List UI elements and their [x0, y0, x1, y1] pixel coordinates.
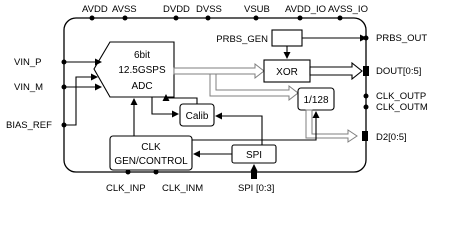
divider-block	[297, 87, 335, 111]
clk-gen-label-2: GEN/CONTROL	[114, 156, 188, 167]
calib-to-adc-wire	[162, 94, 198, 104]
pin-clk-inp: CLK_INP	[106, 183, 146, 194]
spi-label: SPI	[246, 150, 262, 161]
pin-avss-io: AVSS_IO	[328, 4, 368, 15]
pin-clk-inm: CLK_INM	[162, 183, 203, 194]
prbs-gen-block	[271, 29, 303, 47]
divider-to-d2-bus	[305, 109, 358, 143]
pin-vin-p: VIN_P	[14, 57, 41, 68]
pin-dvdd: DVDD	[163, 4, 190, 15]
pin-vin-m: VIN_M	[14, 82, 43, 93]
pin-pad-dout	[363, 66, 369, 76]
pin-d2: D2[0:5]	[376, 132, 407, 143]
pin-clk-outp: CLK_OUTP	[376, 91, 426, 102]
top-pin-dots	[89, 15, 343, 21]
clk-gen-block	[109, 135, 193, 171]
spi-to-calib-wire	[215, 112, 263, 145]
block-diagram: AVDD AVSS DVDD DVSS VSUB AVDD_IO AVSS_IO…	[6, 4, 428, 194]
clk-gen-label-1: CLK	[141, 142, 161, 153]
pin-bias-ref: BIAS_REF	[6, 120, 52, 131]
pin-dout: DOUT[0:5]	[376, 66, 421, 77]
divider-label: 1/128	[303, 95, 328, 106]
pin-pad-d2	[362, 131, 368, 141]
xor-label: XOR	[276, 67, 298, 78]
bias-ref-wire	[64, 73, 98, 126]
pin-pad-spi	[251, 170, 257, 179]
pin-dot-prbs-out	[363, 35, 369, 41]
adc-to-calib-wire	[151, 97, 179, 118]
pin-dot-clk-outp	[363, 93, 369, 99]
pin-prbs-out: PRBS_OUT	[376, 33, 427, 44]
pin-avss: AVSS	[112, 4, 137, 15]
pin-dot-clk-inm	[153, 169, 159, 175]
pin-dvss: DVSS	[196, 4, 222, 15]
pin-vsub: VSUB	[244, 4, 270, 15]
prbs-gen-label: PRBS_GEN	[216, 34, 268, 45]
xor-to-dout-bus	[309, 61, 363, 81]
pin-dot-clk-outm	[363, 104, 369, 110]
pin-clk-outm: CLK_OUTM	[376, 102, 428, 113]
adc-label-bits: 6bit	[134, 50, 150, 61]
adc-label-name: ADC	[131, 81, 152, 92]
pin-dot-clk-inp	[125, 169, 131, 175]
pin-avdd-io: AVDD_IO	[285, 4, 326, 15]
adc-to-xor-bus	[173, 62, 265, 80]
calib-label: Calib	[186, 111, 209, 122]
clk-to-divider-wire	[192, 111, 320, 141]
adc-label-rate: 12.5GSPS	[118, 65, 166, 76]
pin-avdd: AVDD	[82, 4, 108, 15]
adc-to-divider-bus	[209, 73, 299, 102]
pin-spi: SPI [0:3]	[238, 183, 274, 194]
